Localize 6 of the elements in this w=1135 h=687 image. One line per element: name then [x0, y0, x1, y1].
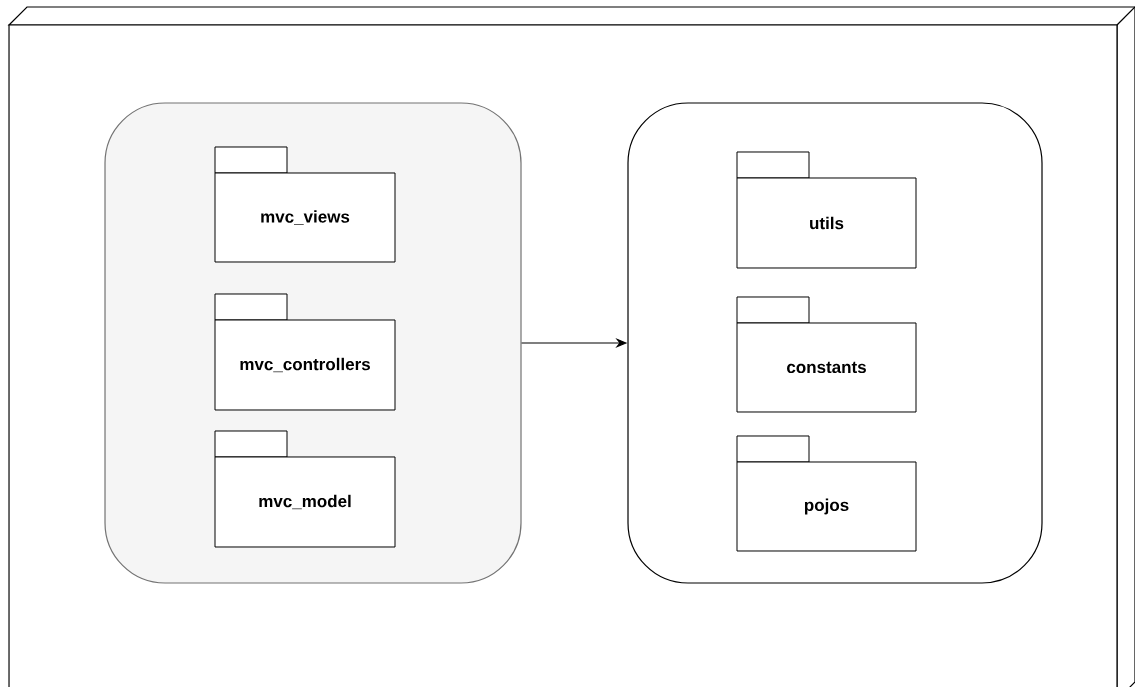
package-box: mvc_model	[214, 430, 396, 548]
package-box: mvc_views	[214, 146, 396, 263]
package-box: mvc_controllers	[214, 293, 396, 411]
package-box: constants	[736, 296, 917, 413]
package-box: pojos	[736, 435, 917, 552]
package-box: utils	[736, 151, 917, 269]
